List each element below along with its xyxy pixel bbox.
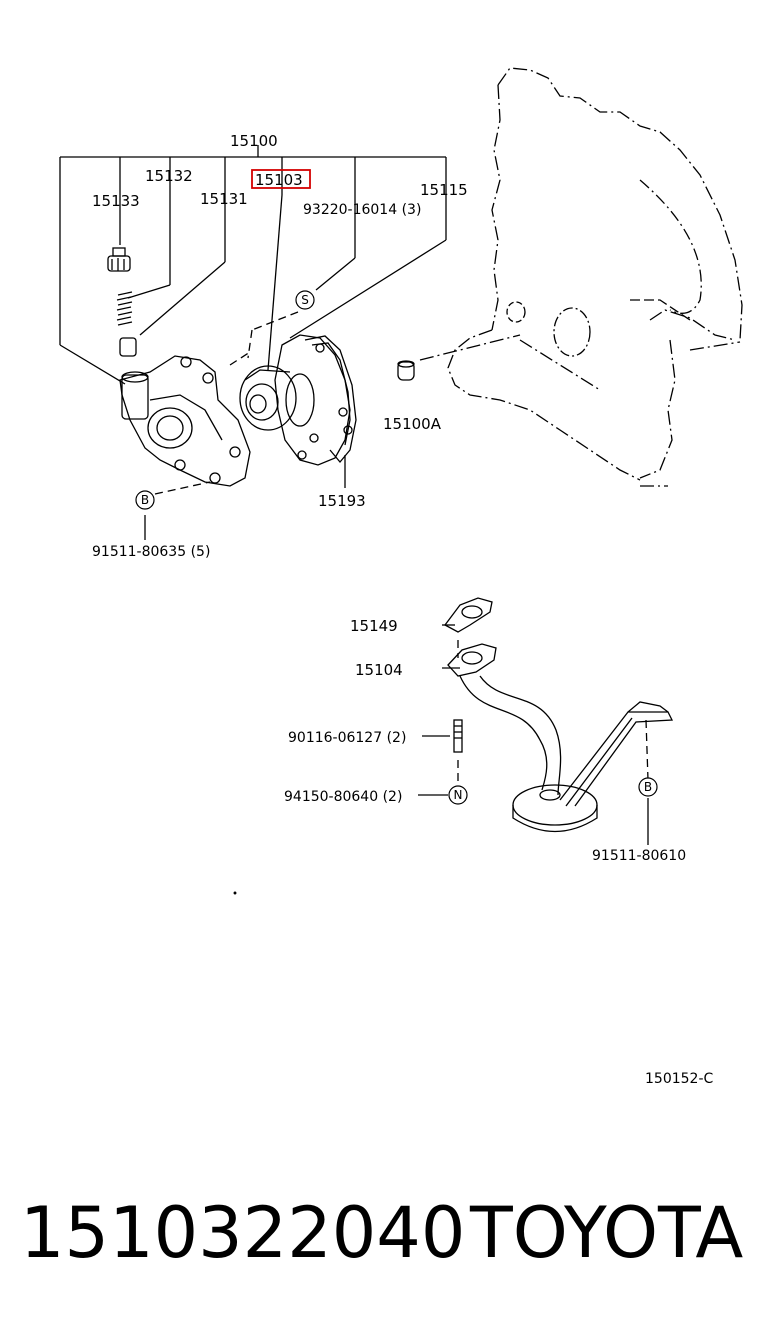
- label-93220: 93220-16014 (3): [303, 202, 421, 218]
- dashed-guides: [154, 311, 649, 785]
- oil-strainer-15104: [447, 643, 674, 833]
- label-91511-80610: 91511-80610: [592, 848, 686, 864]
- gasket-15193: [304, 335, 357, 464]
- valve-15131: [119, 337, 137, 357]
- spring-15132: [116, 291, 133, 326]
- label-15133: 15133: [92, 192, 140, 210]
- svg-text:N: N: [454, 788, 463, 802]
- block-curve: [639, 179, 702, 314]
- marker-s: S: [295, 290, 315, 310]
- label-15132: 15132: [145, 167, 193, 185]
- leader-lines: [59, 194, 649, 845]
- label-94150: 94150-80640 (2): [284, 789, 402, 805]
- assembly-bracket: [59, 145, 447, 345]
- label-15131: 15131: [200, 190, 248, 208]
- label-assembly: 15100: [230, 132, 278, 150]
- label-15193: 15193: [318, 492, 366, 510]
- gasket-15149: [444, 597, 493, 633]
- svg-text:B: B: [141, 493, 149, 507]
- drive-rotor-15103: [239, 365, 297, 431]
- footer: 1510322040 TOYOTA: [0, 1188, 760, 1278]
- brand-name: TOYOTA: [470, 1192, 744, 1274]
- engine-block-outline: [419, 67, 743, 487]
- stray-dot: [233, 891, 237, 895]
- label-91511-80635: 91511-80635 (5): [92, 544, 210, 560]
- marker-b-pump: B: [135, 490, 155, 510]
- part-number: 1510322040: [20, 1192, 466, 1274]
- label-15104: 15104: [355, 661, 403, 679]
- label-15149: 15149: [350, 617, 398, 635]
- block-hole-large: [553, 307, 591, 357]
- label-15103-highlighted: 15103: [255, 171, 303, 189]
- highlight-box: [251, 169, 311, 189]
- oil-pump-body: [119, 355, 251, 487]
- stud-90116: [453, 719, 463, 753]
- label-figure-ref: 150152-C: [645, 1071, 713, 1087]
- block-hole-small: [506, 301, 526, 323]
- label-15115: 15115: [420, 181, 468, 199]
- pump-cover-15115: [274, 334, 351, 466]
- plug-15133: [107, 247, 131, 272]
- svg-text:S: S: [301, 293, 309, 307]
- marker-b-strainer: B: [638, 777, 658, 797]
- label-90116: 90116-06127 (2): [288, 730, 406, 746]
- label-15100A: 15100A: [383, 415, 442, 433]
- svg-text:B: B: [644, 780, 652, 794]
- seal-15100A: [397, 360, 415, 381]
- marker-n: N: [448, 785, 468, 805]
- parts-diagram: S B N B 15100 15132 15133 15131 15103 15…: [59, 67, 743, 1087]
- block-oil-seal-curve: [630, 299, 691, 321]
